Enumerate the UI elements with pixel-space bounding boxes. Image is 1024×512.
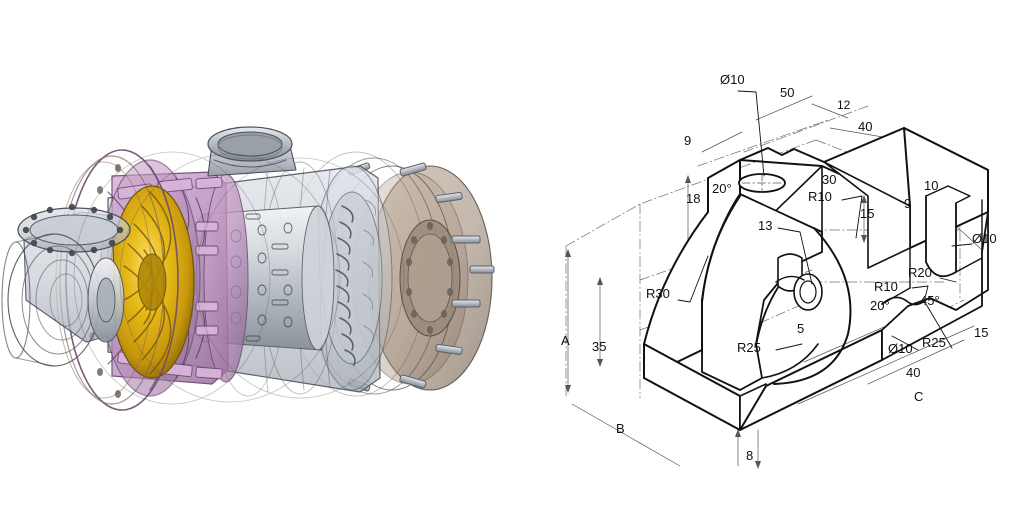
top-nozzle-port — [207, 126, 297, 177]
dim-diam-lower: Ø10 — [888, 341, 913, 356]
dim-35: 35 — [592, 339, 606, 354]
dim-r30: R30 — [646, 286, 670, 301]
dim-diam-right: Ø10 — [972, 231, 997, 246]
dim-45deg: 45° — [920, 293, 940, 308]
cad-render-panel — [1, 126, 495, 411]
dim-15-right: 15 — [974, 325, 988, 340]
dim-40-top: 40 — [858, 119, 872, 134]
dim-C: C — [914, 389, 923, 404]
dim-9-right: 9 — [904, 196, 911, 211]
dim-r25-left: R25 — [737, 340, 761, 355]
dim-diam-top-hole: Ø10 — [720, 72, 745, 87]
dim-30: 30 — [822, 172, 836, 187]
cad-render-svg — [1, 126, 495, 411]
dim-B: B — [616, 421, 625, 436]
dim-13: 13 — [758, 218, 772, 233]
part-outline — [643, 90, 989, 431]
dim-A: A — [561, 333, 570, 348]
dim-r10-right: R10 — [874, 279, 898, 294]
dim-15-mid: 15 — [860, 206, 874, 221]
dim-20deg-top: 20° — [712, 181, 732, 196]
dim-5: 5 — [797, 321, 804, 336]
dim-r10-top: R10 — [808, 189, 832, 204]
iso-drawing-panel: Ø10 50 12 40 9 18 20° 30 R10 15 9 10 13 … — [512, 0, 1024, 512]
dim-20deg-right: 20° — [870, 298, 890, 313]
dim-r25-right: R25 — [922, 335, 946, 350]
dimension-text-group: Ø10 50 12 40 9 18 20° 30 R10 15 9 10 13 … — [561, 72, 997, 463]
dim-50: 50 — [780, 85, 794, 100]
iso-drawing-svg: Ø10 50 12 40 9 18 20° 30 R10 15 9 10 13 … — [561, 72, 997, 469]
dim-8: 8 — [746, 448, 753, 463]
dim-18: 18 — [686, 191, 700, 206]
dim-12: 12 — [837, 98, 851, 112]
dim-r20: R20 — [908, 265, 932, 280]
dim-9-left: 9 — [684, 133, 691, 148]
dim-40-bottom: 40 — [906, 365, 920, 380]
inlet-duct-flange — [1, 203, 131, 367]
dim-10-right: 10 — [924, 178, 938, 193]
